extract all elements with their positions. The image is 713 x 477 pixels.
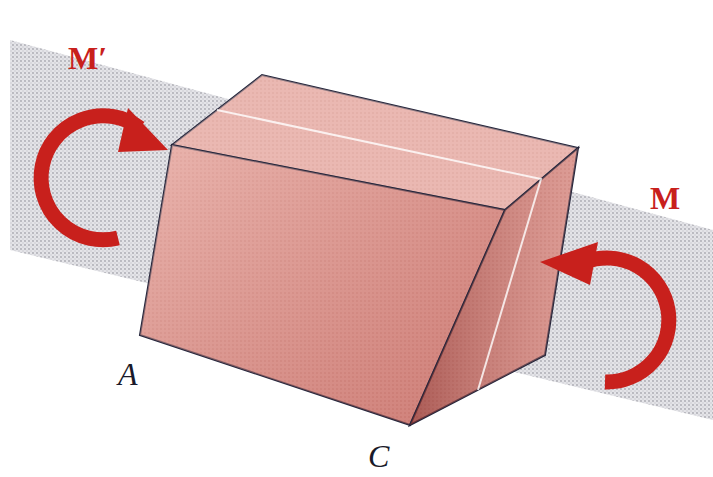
end-face: [410, 148, 578, 425]
moment-arrow: [585, 258, 669, 382]
arrow-head: [118, 108, 168, 152]
plane-trace: [217, 110, 541, 390]
point-label: A: [118, 358, 138, 390]
point-label: C: [368, 440, 389, 472]
moment-label: M: [650, 182, 680, 214]
moment-label: M′: [68, 42, 107, 74]
arrow-head: [540, 242, 598, 285]
